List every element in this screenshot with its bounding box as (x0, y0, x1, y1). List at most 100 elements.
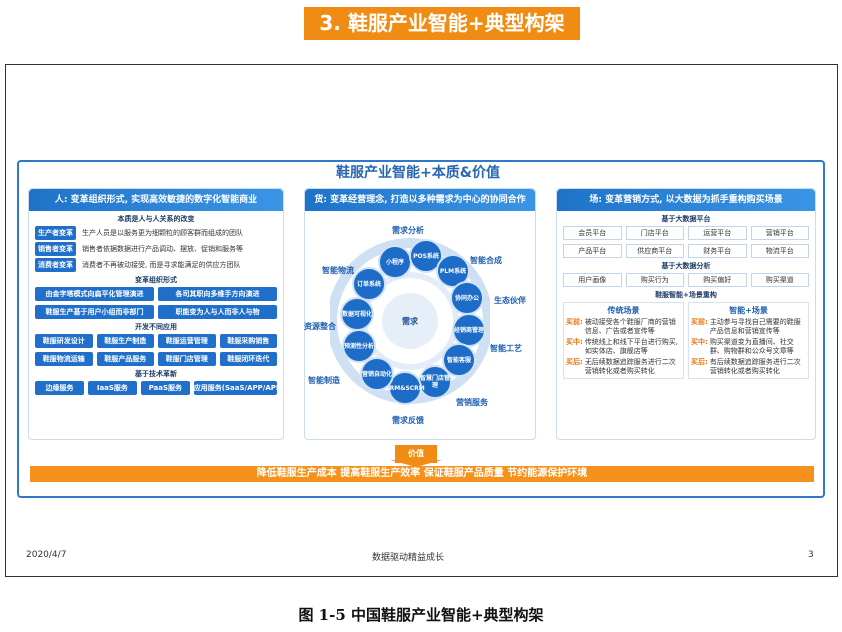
scene-key: 买前: (691, 318, 708, 326)
platform-cell: 门店平台 (625, 226, 684, 240)
org-section-title: 变革组织形式 (135, 276, 177, 284)
ring-label: 智能工艺 (490, 344, 522, 353)
scene-section-title: 鞋服智能+场景重构 (655, 291, 717, 299)
footer-date: 2020/4/7 (26, 550, 67, 560)
org-form-cell: 鞋服生产基于用户小组而非部门 (35, 305, 154, 319)
ring-label: 营销服务 (456, 398, 488, 407)
data-viz-node: 数据可视化 (340, 297, 374, 331)
role-text: 消费者不再被动接受, 而是寻求能满足的供应方团队 (82, 261, 241, 269)
tech-grid: 边缘服务 IaaS服务 PaaS服务 应用服务(SaaS/APP/API) (35, 381, 277, 395)
app-cell: 鞋服物流运输 (35, 352, 93, 366)
value-arrow-label: 价值 (395, 445, 437, 463)
scene-key: 买后: (691, 358, 708, 366)
role-tag: 销售者变革 (35, 242, 76, 256)
scene-panel: 场: 变革营销方式, 以大数据为抓手重构购买场景 基于大数据平台 会员平台 门店… (556, 188, 816, 440)
smart-store-node: 智慧门店管理 (418, 365, 452, 399)
analysis-cell: 用户画像 (563, 273, 622, 287)
role-tag: 生产者变革 (35, 226, 76, 240)
ring-label: 智能合成 (470, 256, 502, 265)
architecture-title: 鞋服产业智能+本质&价值 (320, 162, 516, 184)
scene-item: 买后: 有后续数据追踪服务进行二次营销转化或者购买转化 (691, 358, 806, 376)
org-forms-grid: 由金字塔模式向扁平化管理演进 各司其职向多维手方向演进 鞋服生产基于用户小组而非… (35, 287, 277, 319)
scene-value: 传统线上和线下平台进行购买, 如实体店、旗舰店等 (584, 338, 679, 355)
tech-cell: 边缘服务 (35, 381, 84, 395)
role-row: 生产者变革 生产人员是以服务更为细颗粒的顾客群而组成的团队 (35, 226, 277, 240)
role-row: 销售者变革 销售者依据数据进行产品调动、摆放、促销和服务等 (35, 242, 277, 256)
role-text: 生产人员是以服务更为细颗粒的顾客群而组成的团队 (82, 229, 243, 237)
footer-center: 数据驱动精益成长 (372, 553, 445, 563)
demand-hub: 需求 小程序 POS系统 PLM系统 协同办公 经销商管理 智能客服 智慧门店管… (304, 225, 526, 433)
platform-section-title: 基于大数据平台 (661, 215, 711, 223)
value-bar: 降低鞋服生产成本 提高鞋服生产效率 保证鞋服产品质量 节约能源保护环境 (30, 466, 814, 482)
platform-cell: 供应商平台 (625, 244, 684, 258)
tech-cell: IaaS服务 (87, 381, 137, 395)
scene-value: 有后续数据追踪服务进行二次营销转化或者购买转化 (709, 358, 801, 375)
collab-office-node: 协同办公 (450, 281, 484, 315)
scene-value: 购买渠道变为直播间、社交群、购物群和公众号文章等 (709, 338, 794, 355)
scene-value: 主动参与寻找自己需要的鞋服产品信息和营销宣传等 (709, 318, 801, 335)
org-form-cell: 各司其职向多维手方向演进 (158, 287, 277, 301)
analysis-grid: 用户画像 购买行为 购买偏好 购买渠道 (563, 273, 809, 287)
goods-panel-header: 货: 变革经营理念, 打造以多种需求为中心的协同合作 (305, 189, 535, 211)
role-tag: 消费者变革 (35, 258, 76, 272)
app-cell: 鞋服门店管理 (158, 352, 216, 366)
app-cell: 鞋服运营管理 (158, 334, 216, 348)
tech-cell: PaaS服务 (140, 381, 190, 395)
ring-label: 智能制造 (308, 376, 340, 385)
app-cell: 鞋服产品服务 (96, 352, 154, 366)
analysis-cell: 购买偏好 (688, 273, 747, 287)
analysis-section-title: 基于大数据分析 (661, 262, 711, 270)
people-panel-header: 人: 变革组织形式, 实现高效敏捷的数字化智能商业 (29, 189, 283, 211)
order-system-node: 订单系统 (352, 267, 386, 301)
scene-item: 买后: 无后续数据追踪服务进行二次营销转化或者购买转化 (566, 358, 681, 376)
smart-scene-title: 智能+场景 (729, 306, 768, 315)
people-section-title: 本质是人与人关系的改变 (117, 215, 195, 223)
platform-cell: 物流平台 (750, 244, 809, 258)
app-cell: 鞋服生产制造 (96, 334, 154, 348)
platform-cell: 运营平台 (688, 226, 747, 240)
analysis-cell: 购买行为 (625, 273, 684, 287)
demand-core: 需求 (382, 293, 438, 349)
app-cell: 鞋服研发设计 (35, 334, 93, 348)
tech-section-title: 基于技术革新 (135, 370, 177, 378)
people-panel: 人: 变革组织形式, 实现高效敏捷的数字化智能商业 本质是人与人关系的改变 生产… (28, 188, 284, 440)
apps-section-title: 开发不同应用 (135, 323, 177, 331)
platform-cell: 财务平台 (688, 244, 747, 258)
platform-grid: 会员平台 门店平台 运营平台 营销平台 产品平台 供应商平台 财务平台 物流平台 (563, 226, 809, 258)
platform-cell: 会员平台 (563, 226, 622, 240)
scene-item: 买前: 主动参与寻找自己需要的鞋服产品信息和营销宣传等 (691, 318, 806, 336)
scene-item: 买中: 传统线上和线下平台进行购买, 如实体店、旗舰店等 (566, 338, 681, 356)
ring-label: 生态伙伴 (494, 296, 526, 305)
analysis-cell: 购买渠道 (750, 273, 809, 287)
predictive-node: 预测性分析 (342, 329, 376, 363)
scene-panel-header: 场: 变革营销方式, 以大数据为抓手重构购买场景 (557, 189, 815, 211)
platform-cell: 营销平台 (750, 226, 809, 240)
scene-value: 无后续数据追踪服务进行二次营销转化或者购买转化 (584, 358, 676, 375)
footer-page: 3 (808, 550, 814, 560)
ring-label: 需求分析 (392, 226, 424, 235)
ring-label: 需求反馈 (392, 416, 424, 425)
apps-grid: 鞋服研发设计 鞋服生产制造 鞋服运营管理 鞋服采购销售 鞋服物流运输 鞋服产品服… (35, 334, 277, 366)
org-form-cell: 由金字塔模式向扁平化管理演进 (35, 287, 154, 301)
traditional-scene: 传统场景 买前: 被动接受各个鞋服厂商的营销信息、广告或者宣传等 买中: 传统线… (563, 302, 684, 379)
marketing-automation-node: 营销自动化 (360, 357, 394, 391)
platform-cell: 产品平台 (563, 244, 622, 258)
tech-cell: 应用服务(SaaS/APP/API) (193, 381, 277, 395)
scene-key: 买中: (566, 338, 583, 346)
scene-key: 买后: (566, 358, 583, 366)
scene-compare: 传统场景 买前: 被动接受各个鞋服厂商的营销信息、广告或者宣传等 买中: 传统线… (563, 302, 809, 379)
value-arrow-icon (390, 460, 442, 467)
traditional-scene-title: 传统场景 (607, 306, 640, 315)
scene-key: 买中: (691, 338, 708, 346)
dealer-mgmt-node: 经销商管理 (452, 313, 486, 347)
scene-value: 被动接受各个鞋服厂商的营销信息、广告或者宣传等 (584, 318, 676, 335)
pos-node: POS系统 (409, 239, 443, 273)
figure-caption: 图 1-5 中国鞋服产业智能+典型构架 (298, 606, 544, 624)
scene-key: 买前: (566, 318, 583, 326)
scene-item: 买前: 被动接受各个鞋服厂商的营销信息、广告或者宣传等 (566, 318, 681, 336)
scene-item: 买中: 购买渠道变为直播间、社交群、购物群和公众号文章等 (691, 338, 806, 356)
org-form-cell: 职能变为人与人而非人与物 (158, 305, 277, 319)
role-text: 销售者依据数据进行产品调动、摆放、促销和服务等 (82, 245, 243, 253)
smart-scene: 智能+场景 买前: 主动参与寻找自己需要的鞋服产品信息和营销宣传等 买中: 购买… (688, 302, 809, 379)
slide-title: 3. 鞋服产业智能+典型构架 (304, 7, 580, 40)
